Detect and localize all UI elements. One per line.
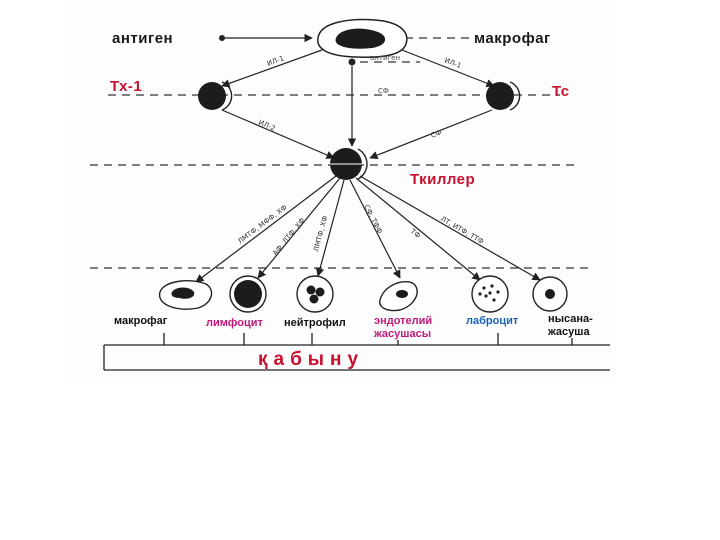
label-il1-left: ИЛ-1 (266, 54, 285, 67)
label-a6: ЛТ, ИТФ, ТТФ (439, 215, 485, 246)
arrow-tc-to-tkiller (369, 109, 493, 160)
arrow-to-lymphocyte (257, 177, 341, 279)
fan-arrows (195, 175, 541, 283)
arrow-to-labrocyte (355, 177, 481, 281)
label-target-lymphocyte: лимфоцит (206, 317, 263, 329)
labrocyte-cell (471, 275, 509, 313)
arrow-to-endothelial (349, 179, 401, 279)
label-tkiller: Ткиллер (410, 171, 476, 188)
antigen-pointer (219, 33, 313, 43)
label-a4: СФ, ТФФ (362, 203, 384, 235)
label-target-macrophage: макрофаг (114, 315, 168, 327)
arrow-th1-to-tkiller (221, 109, 335, 159)
label-antigen-small: антиген (370, 54, 400, 62)
label-inflammation: қабыну (258, 349, 365, 370)
label-th1: Тх-1 (110, 78, 143, 95)
neutrophil-cell (296, 275, 334, 313)
arrow-macrophage-to-th1 (221, 49, 323, 88)
macrophage-cell-top (317, 18, 408, 66)
arrow-to-macrophage (195, 175, 337, 283)
tkiller-cell (330, 148, 368, 180)
tc-cell (486, 81, 521, 111)
label-a3: ЛМТФ, ХФ (312, 215, 329, 253)
label-tc: Тс (552, 83, 570, 100)
label-a2: АФ, ЛТФ, ХФ (271, 216, 306, 257)
endothelial-cell (379, 281, 418, 312)
label-sf-right: СФ (430, 128, 443, 140)
arrow-to-neutrophil (315, 179, 345, 277)
label-target-neutrophil: нейтрофил (284, 317, 346, 329)
label-antigen: антиген (112, 30, 174, 47)
arrow-macrophage-to-tc (401, 49, 495, 88)
label-macrophage-top: макрофаг (474, 30, 551, 47)
target-cell (532, 276, 568, 312)
label-target-endothelial-1: эндотелий (374, 315, 433, 327)
macrophage-cell-bottom (159, 280, 213, 310)
label-target-endothelial-2: жасушасы (374, 328, 432, 340)
label-il1-right: ИЛ-1 (443, 56, 462, 70)
label-target-cell-1: нысана- (548, 313, 593, 325)
label-target-labrocyte: лаброцит (466, 315, 519, 327)
label-sf-mid: СФ (378, 87, 389, 95)
label-a5: ТФ (408, 227, 422, 240)
lymphocyte-cell (229, 275, 267, 313)
arrow-to-target-cell (359, 175, 541, 281)
th1-cell (198, 81, 233, 111)
label-target-cell-2: жасуша (548, 326, 590, 338)
label-il2: ИЛ-2 (257, 118, 276, 132)
inflammation-bracket (103, 333, 610, 371)
